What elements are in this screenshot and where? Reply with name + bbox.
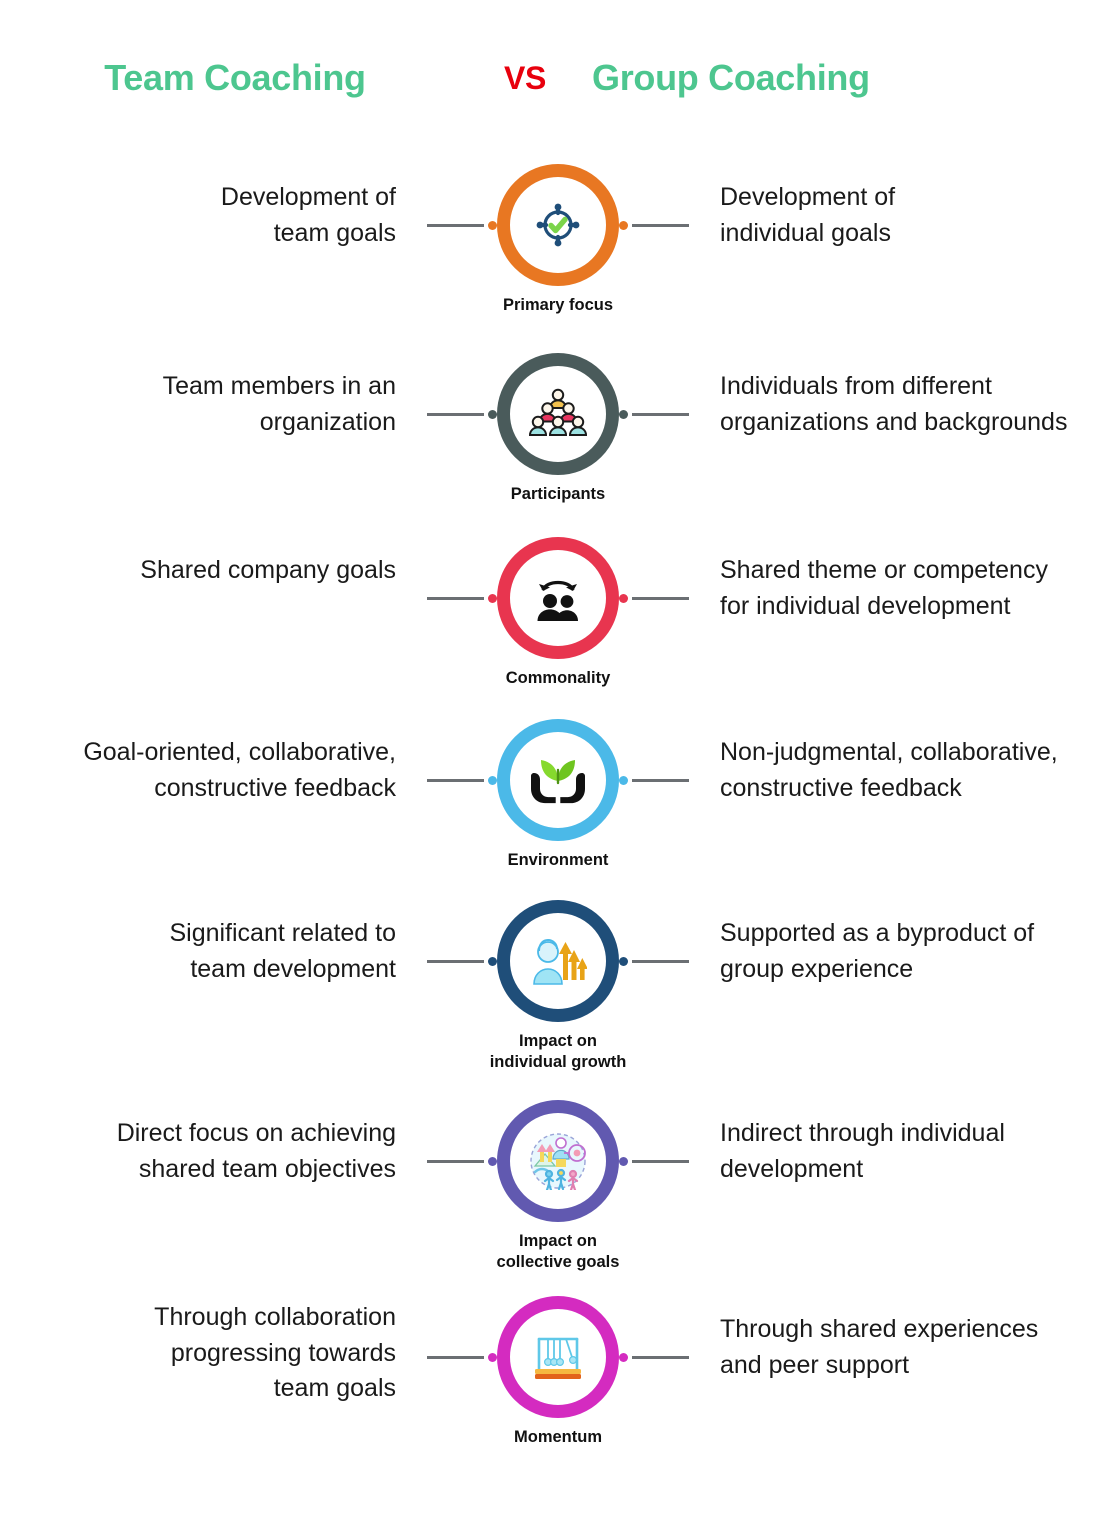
connector-line (632, 778, 689, 782)
connector-dot (619, 220, 628, 230)
category-label: Participants (510, 485, 606, 503)
header-team-coaching: Team Coaching (104, 57, 366, 98)
group-coaching-text: Development of individual goals (720, 183, 896, 247)
group-coaching-text: Shared theme or competency for individua… (720, 556, 1048, 620)
comparison-row: Through collaboration progressing toward… (0, 1282, 1116, 1467)
connector-line (632, 223, 689, 227)
group-coaching-text: Individuals from different organizations… (720, 372, 1068, 436)
connector-right (619, 1155, 691, 1167)
connector-left (425, 408, 497, 420)
connector-dot (619, 775, 628, 785)
category-marker: Impact on individual growth (400, 886, 716, 1072)
connector-line (632, 596, 689, 600)
connector-dot (488, 956, 497, 966)
connector-left (425, 1155, 497, 1167)
connector-line (427, 223, 484, 227)
connector-line (632, 412, 689, 416)
comparison-row: Goal-oriented, collaborative, constructi… (0, 705, 1116, 886)
connector-left (425, 1351, 497, 1363)
category-circle-wrap (427, 900, 689, 1022)
connector-line (427, 596, 484, 600)
two-people-exchange-icon (497, 537, 619, 659)
connector-left (425, 219, 497, 231)
category-marker: Momentum (400, 1282, 716, 1448)
connector-dot (488, 1156, 497, 1166)
target-check-icon (497, 164, 619, 286)
team-coaching-text: Significant related to team development (169, 919, 396, 983)
connector-left (425, 774, 497, 786)
team-coaching-text: Team members in an organization (162, 372, 396, 436)
category-label: Impact on collective goals (496, 1232, 620, 1271)
category-circle-wrap (427, 537, 689, 659)
category-marker: Environment (400, 705, 716, 871)
connector-dot (488, 1352, 497, 1362)
connector-right (619, 774, 691, 786)
category-label: Impact on individual growth (489, 1032, 627, 1071)
connector-line (427, 959, 484, 963)
group-coaching-text: Indirect through individual development (720, 1119, 1005, 1183)
connector-line (632, 1355, 689, 1359)
header-group-coaching: Group Coaching (592, 57, 870, 98)
comparison-row: Significant related to team development … (0, 886, 1116, 1086)
connector-line (427, 1355, 484, 1359)
category-label: Momentum (514, 1428, 602, 1446)
people-pyramid-icon (497, 353, 619, 475)
team-coaching-text: Direct focus on achieving shared team ob… (116, 1119, 396, 1183)
connector-line (632, 1159, 689, 1163)
connector-right (619, 408, 691, 420)
category-marker: Commonality (400, 523, 716, 689)
hands-leaf-icon (497, 719, 619, 841)
team-coaching-text: Through collaboration progressing toward… (154, 1303, 396, 1402)
connector-right (619, 219, 691, 231)
group-coaching-text: Through shared experiences and peer supp… (720, 1315, 1039, 1379)
connector-right (619, 1351, 691, 1363)
connector-dot (488, 593, 497, 603)
header-vs-label: VS (503, 59, 547, 96)
team-collaboration-icon (497, 1100, 619, 1222)
team-coaching-text: Goal-oriented, collaborative, constructi… (83, 738, 396, 802)
category-label: Environment (507, 851, 609, 869)
connector-dot (488, 409, 497, 419)
newtons-cradle-icon (497, 1296, 619, 1418)
category-circle-wrap (427, 719, 689, 841)
team-coaching-text: Shared company goals (140, 556, 396, 584)
connector-left (425, 592, 497, 604)
comparison-row: Team members in an organization Particip… (0, 339, 1116, 523)
connector-dot (619, 1156, 628, 1166)
connector-dot (488, 220, 497, 230)
connector-line (632, 959, 689, 963)
connector-line (427, 412, 484, 416)
comparison-row: Development of team goals Primary focus D… (0, 150, 1116, 339)
comparison-row: Shared company goals Commonality Shared t… (0, 523, 1116, 705)
connector-right (619, 592, 691, 604)
person-growth-arrows-icon (497, 900, 619, 1022)
category-circle-wrap (427, 353, 689, 475)
category-marker: Primary focus (400, 150, 716, 316)
connector-dot (619, 956, 628, 966)
category-marker: Impact on collective goals (400, 1086, 716, 1272)
comparison-header: Team Coaching VS Group Coaching (0, 48, 1116, 108)
connector-dot (488, 775, 497, 785)
connector-left (425, 955, 497, 967)
connector-line (427, 1159, 484, 1163)
connector-dot (619, 1352, 628, 1362)
category-circle-wrap (427, 1100, 689, 1222)
category-circle-wrap (427, 1296, 689, 1418)
comparison-row: Direct focus on achieving shared team ob… (0, 1086, 1116, 1282)
group-coaching-text: Non-judgmental, collaborative, construct… (720, 738, 1058, 802)
category-circle-wrap (427, 164, 689, 286)
team-coaching-text: Development of team goals (220, 183, 396, 247)
category-label: Primary focus (502, 296, 614, 314)
connector-dot (619, 593, 628, 603)
connector-right (619, 955, 691, 967)
connector-line (427, 778, 484, 782)
category-label: Commonality (505, 669, 611, 687)
group-coaching-text: Supported as a byproduct of group experi… (720, 919, 1035, 983)
connector-dot (619, 409, 628, 419)
category-marker: Participants (400, 339, 716, 505)
